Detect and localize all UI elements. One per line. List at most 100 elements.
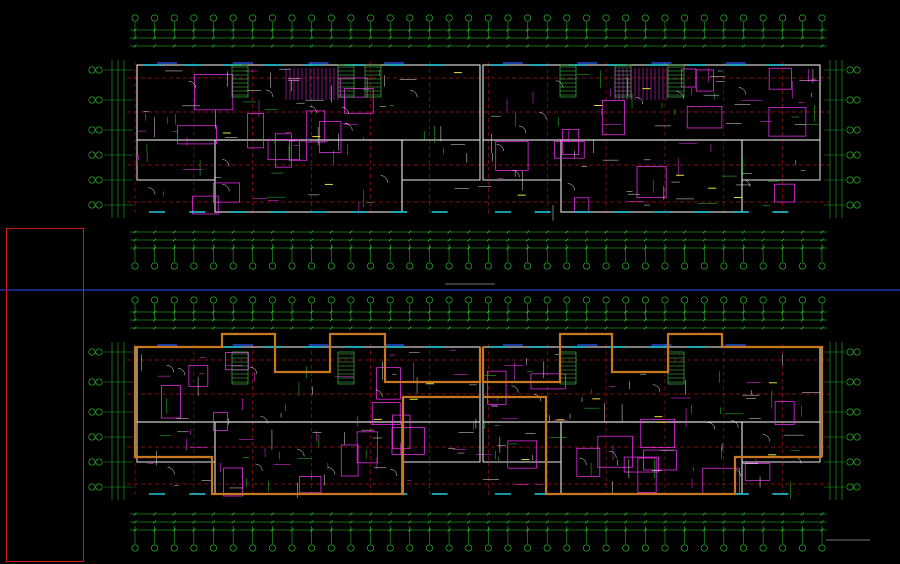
axis-bubble xyxy=(406,14,414,22)
dimension-tick xyxy=(702,238,706,242)
dimension-tick xyxy=(820,318,824,322)
dimension-tick xyxy=(231,246,235,250)
dimension-tick xyxy=(447,230,451,234)
dimension-tick xyxy=(525,326,530,330)
dimension-tick xyxy=(211,520,216,524)
dimension-tick xyxy=(682,230,687,234)
dimension-tick xyxy=(820,28,824,32)
dimension-tick xyxy=(820,520,824,524)
axis-bubble xyxy=(582,544,590,552)
axis-bubble xyxy=(190,296,198,304)
dimension-tick xyxy=(722,318,726,322)
dimension-tick xyxy=(152,326,157,330)
dimension-tick xyxy=(329,326,333,330)
dimension-tick xyxy=(565,318,569,322)
dimension-tick xyxy=(800,512,805,516)
dimension-tick xyxy=(427,28,432,32)
dimension-tick xyxy=(270,310,275,314)
dimension-tick xyxy=(506,512,510,516)
dimension-tick xyxy=(152,44,157,48)
dimension-tick xyxy=(211,28,216,32)
dimension-tick xyxy=(761,528,765,532)
room-outline xyxy=(392,414,411,450)
axis-bubble xyxy=(95,458,103,466)
dimension-tick xyxy=(643,246,648,250)
axis-bubble xyxy=(661,262,669,270)
axis-bubble xyxy=(406,262,414,270)
dimension-tick xyxy=(447,520,451,524)
axis-bubble xyxy=(720,544,728,552)
dimension-tick xyxy=(349,528,353,532)
door-swing xyxy=(260,416,268,424)
dimension-tick xyxy=(486,528,491,532)
axis-bubble xyxy=(818,544,826,552)
dimension-tick xyxy=(624,520,628,524)
axis-bubble xyxy=(853,126,861,134)
dimension-tick xyxy=(388,230,392,234)
axis-bubble xyxy=(853,378,861,386)
dimension-tick xyxy=(427,36,432,40)
dimension-tick xyxy=(349,520,353,524)
axis-bubble xyxy=(268,14,276,22)
dimension-tick xyxy=(290,512,294,516)
dimension-tick xyxy=(349,28,353,32)
dimension-tick xyxy=(368,246,373,250)
stair xyxy=(364,64,382,98)
axis-bubble xyxy=(661,544,669,552)
axis-bubble xyxy=(846,408,854,416)
axis-bubble xyxy=(759,296,767,304)
dimension-tick xyxy=(545,28,549,32)
dimension-tick xyxy=(820,44,824,48)
axis-bubble xyxy=(700,14,708,22)
dimension-tick xyxy=(486,44,491,48)
dimension-tick xyxy=(133,310,137,314)
dimension-tick xyxy=(290,230,294,234)
dimension-tick xyxy=(368,238,373,242)
axis-bubble xyxy=(308,262,316,270)
stair xyxy=(559,351,577,385)
dimension-tick xyxy=(466,28,471,32)
dimension-tick xyxy=(643,528,648,532)
room-outline xyxy=(574,197,590,213)
dimension-tick xyxy=(545,512,549,516)
axis-bubble xyxy=(170,296,178,304)
dimension-tick xyxy=(290,520,294,524)
axis-bubble xyxy=(327,544,335,552)
axis-bubble xyxy=(190,262,198,270)
dimension-tick xyxy=(408,520,412,524)
stair xyxy=(231,64,249,98)
dimension-tick xyxy=(290,318,294,322)
dimension-tick xyxy=(624,44,628,48)
dimension-tick xyxy=(192,326,196,330)
dimension-tick xyxy=(388,310,392,314)
axis-bubble xyxy=(641,262,649,270)
dimension-tick xyxy=(251,528,255,532)
dimension-tick xyxy=(270,528,275,532)
dimension-tick xyxy=(545,318,549,322)
axis-bubble xyxy=(327,14,335,22)
dimension-tick xyxy=(152,310,157,314)
axis-bubble xyxy=(818,262,826,270)
dimension-tick xyxy=(565,246,569,250)
dimension-tick xyxy=(820,230,824,234)
axis-bubble xyxy=(543,544,551,552)
dimension-tick xyxy=(211,528,216,532)
dimension-tick xyxy=(447,238,451,242)
dimension-tick xyxy=(820,246,824,250)
door-swing xyxy=(511,385,519,393)
dimension-tick xyxy=(663,326,667,330)
dimension-tick xyxy=(192,528,196,532)
dimension-tick xyxy=(427,310,432,314)
dimension-tick xyxy=(663,230,667,234)
dimension-tick xyxy=(172,28,176,32)
dimension-tick xyxy=(525,246,530,250)
frame-outline xyxy=(481,332,824,457)
axis-bubble xyxy=(720,262,728,270)
dimension-tick xyxy=(329,230,333,234)
dimension-tick xyxy=(624,528,628,532)
door-swing xyxy=(556,80,564,88)
dimension-tick xyxy=(761,246,765,250)
dimension-tick xyxy=(329,238,333,242)
axis-bubble xyxy=(739,544,747,552)
dimension-tick xyxy=(800,520,805,524)
